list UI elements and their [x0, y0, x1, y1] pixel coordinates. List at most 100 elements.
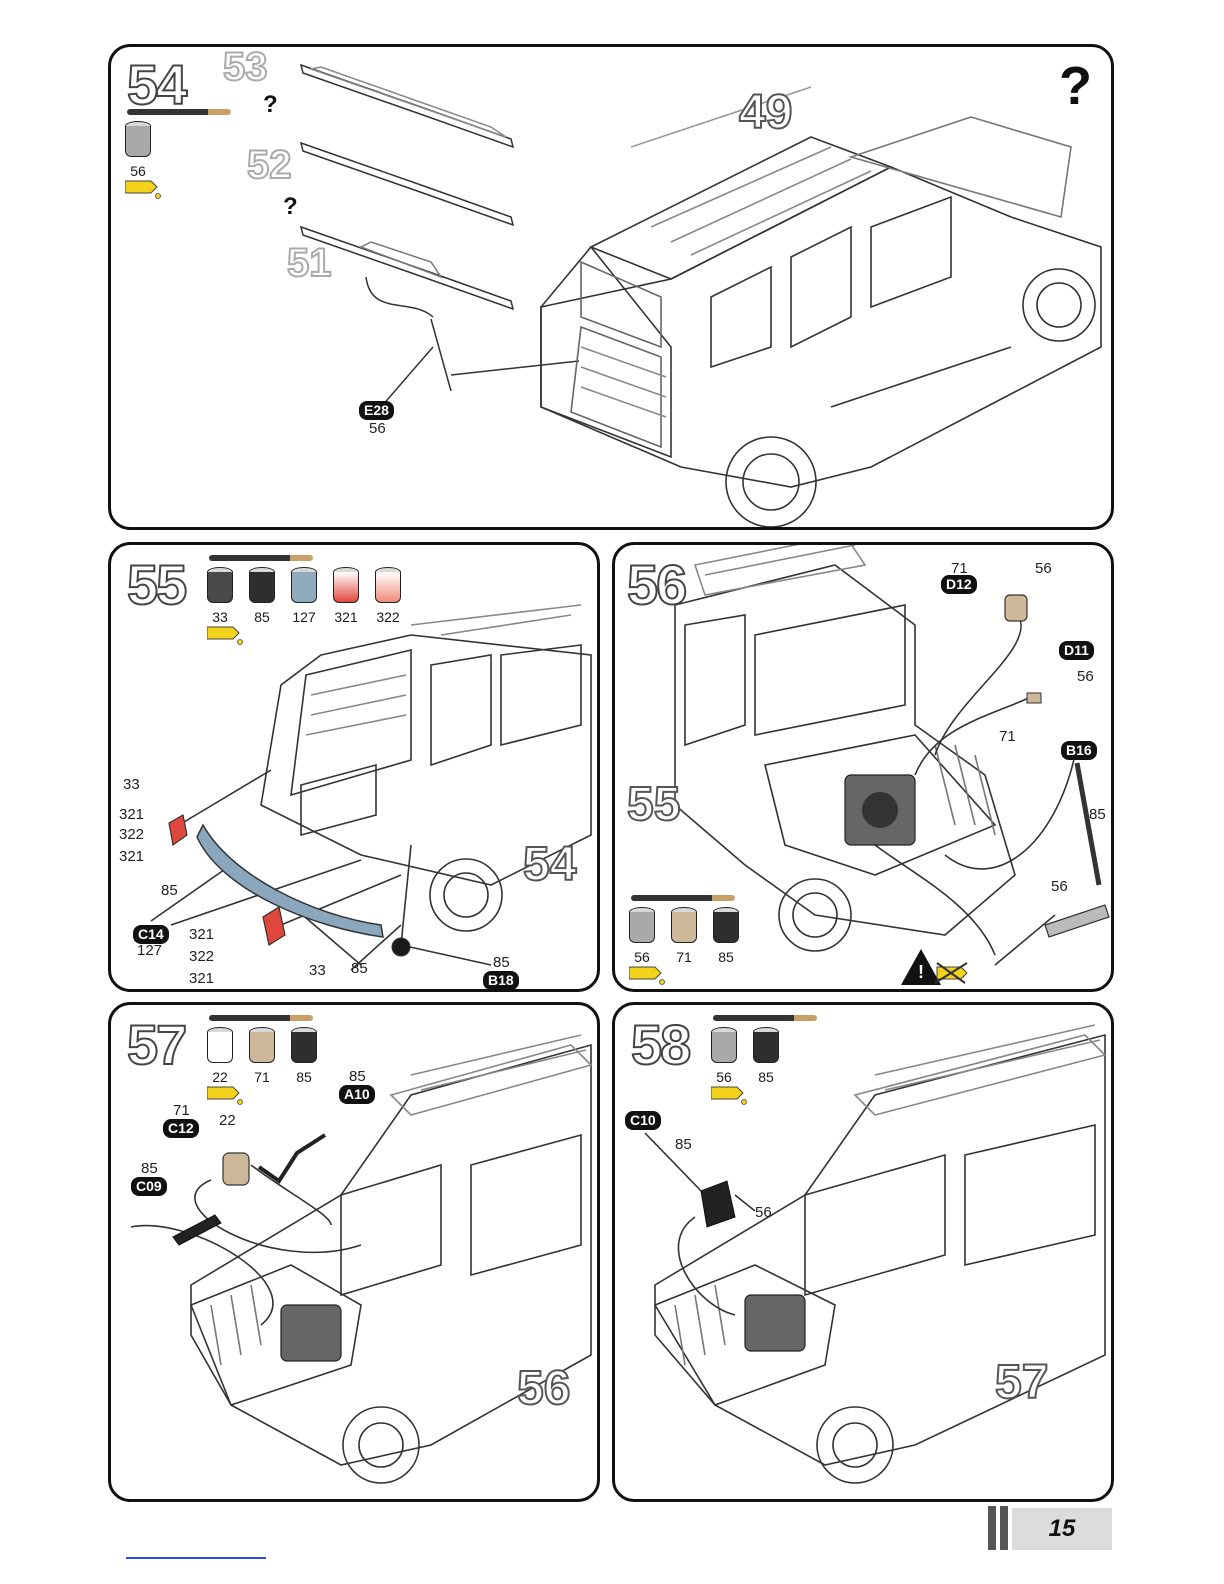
- step-55-panel: 55 33 85 127 321 322 54 33 321 322 321 8…: [108, 542, 600, 992]
- label-85: 85: [349, 1069, 366, 1084]
- part-paint-number: 56: [369, 421, 386, 436]
- part-paint-number: 127: [137, 943, 162, 958]
- label-321: 321: [189, 927, 214, 942]
- paint-pot-56-icon: 56: [711, 1027, 737, 1065]
- label-56: 56: [1035, 561, 1052, 576]
- step-number: 56: [627, 557, 685, 613]
- paint-number: 71: [663, 949, 705, 965]
- step-number: 58: [631, 1017, 689, 1073]
- paint-number: 33: [199, 609, 241, 625]
- label-85: 85: [351, 961, 368, 976]
- step-number: 57: [127, 1017, 185, 1073]
- brush-icon: [631, 895, 735, 901]
- pot-body: [207, 572, 233, 603]
- pot-body: [333, 572, 359, 603]
- label-85: 85: [493, 955, 510, 970]
- paint-pot-85-icon: 85: [713, 907, 739, 945]
- label-85: 85: [1089, 807, 1106, 822]
- label-85: 85: [141, 1161, 158, 1176]
- part-tag-a10: A10: [339, 1085, 375, 1104]
- paint-pot-33-icon: 33: [207, 567, 233, 605]
- option-ref-53: 53: [223, 47, 268, 87]
- paint-pot-321-icon: 321: [333, 567, 359, 605]
- option-ref-51: 51: [287, 243, 332, 283]
- part-tag-c10: C10: [625, 1111, 661, 1130]
- pot-body: [207, 1032, 233, 1063]
- label-322: 322: [189, 949, 214, 964]
- part-tag-b16: B16: [1061, 741, 1097, 760]
- glue-icon: [125, 179, 163, 199]
- paint-number: 56: [621, 949, 663, 965]
- paint-number: 321: [325, 609, 367, 625]
- glue-icon: [711, 1085, 749, 1105]
- step-57-panel: 57 22 71 85 56 85 A10 71 C12 22 85 C09: [108, 1002, 600, 1502]
- label-33: 33: [309, 963, 326, 978]
- paint-pot-85-icon: 85: [249, 567, 275, 605]
- label-56: 56: [1077, 669, 1094, 684]
- brush-icon: [209, 1015, 313, 1021]
- glue-icon: [629, 965, 667, 985]
- pot-body: [125, 126, 151, 157]
- pot-body: [629, 912, 655, 943]
- label-71: 71: [173, 1103, 190, 1118]
- paint-number: 71: [241, 1069, 283, 1085]
- part-tag-e28: E28: [359, 401, 394, 420]
- paint-pot-56-icon: 56: [629, 907, 655, 945]
- step-number: 54: [127, 57, 185, 113]
- paint-number: 56: [117, 163, 159, 179]
- reference-step-57: 57: [995, 1359, 1048, 1407]
- brush-icon: [209, 555, 313, 561]
- pot-body: [291, 572, 317, 603]
- label-56: 56: [755, 1205, 772, 1220]
- part-tag-b18: B18: [483, 971, 519, 990]
- big-question-mark: ?: [1059, 59, 1092, 113]
- question-mark: ?: [263, 93, 278, 117]
- glue-icon: [207, 1085, 245, 1105]
- page-number-bars: [988, 1506, 1012, 1550]
- step-56-panel: 56 55 71 D12 56 D11 56 71 B16 85 56 56 7…: [612, 542, 1114, 992]
- label-322: 322: [119, 827, 144, 842]
- step-58-illustration: [615, 1005, 1114, 1502]
- paint-pot-22-icon: 22: [207, 1027, 233, 1065]
- label-321: 321: [119, 849, 144, 864]
- label-321: 321: [189, 971, 214, 986]
- paint-pot-127-icon: 127: [291, 567, 317, 605]
- part-tag-c12: C12: [163, 1119, 199, 1138]
- paint-number: 85: [745, 1069, 787, 1085]
- pot-body: [375, 572, 401, 603]
- label-71: 71: [999, 729, 1016, 744]
- paint-number: 85: [705, 949, 747, 965]
- paint-pot-71-icon: 71: [671, 907, 697, 945]
- brush-icon: [713, 1015, 817, 1021]
- pot-body: [291, 1032, 317, 1063]
- paint-number: 56: [703, 1069, 745, 1085]
- step-number: 55: [127, 557, 185, 613]
- paint-pot-56-icon: 56: [125, 121, 151, 159]
- option-ref-52: 52: [247, 145, 292, 185]
- paint-pot-71-icon: 71: [249, 1027, 275, 1065]
- paint-number: 85: [241, 609, 283, 625]
- step-58-panel: 58 56 85 57 C10 85 56: [612, 1002, 1114, 1502]
- label-321: 321: [119, 807, 144, 822]
- page-number: 15: [1012, 1508, 1112, 1550]
- question-mark: ?: [283, 195, 298, 219]
- label-56: 56: [1051, 879, 1068, 894]
- step-54-panel: 54 56 53 ? 52 ? 51 ? 49 E28 56: [108, 44, 1114, 530]
- pot-body: [249, 572, 275, 603]
- pot-body: [249, 1032, 275, 1063]
- reference-step-56: 56: [517, 1365, 570, 1413]
- label-22: 22: [219, 1113, 236, 1128]
- reference-step-55: 55: [627, 781, 680, 829]
- reference-step-49: 49: [739, 89, 792, 137]
- pot-body: [671, 912, 697, 943]
- label-85: 85: [675, 1137, 692, 1152]
- label-85: 85: [161, 883, 178, 898]
- pot-body: [753, 1032, 779, 1063]
- paint-pot-322-icon: 322: [375, 567, 401, 605]
- paint-pot-85-icon: 85: [291, 1027, 317, 1065]
- paint-number: 85: [283, 1069, 325, 1085]
- brush-icon: [127, 109, 231, 115]
- part-tag-c09: C09: [131, 1177, 167, 1196]
- bottom-link-underline: [126, 1557, 266, 1559]
- pot-body: [711, 1032, 737, 1063]
